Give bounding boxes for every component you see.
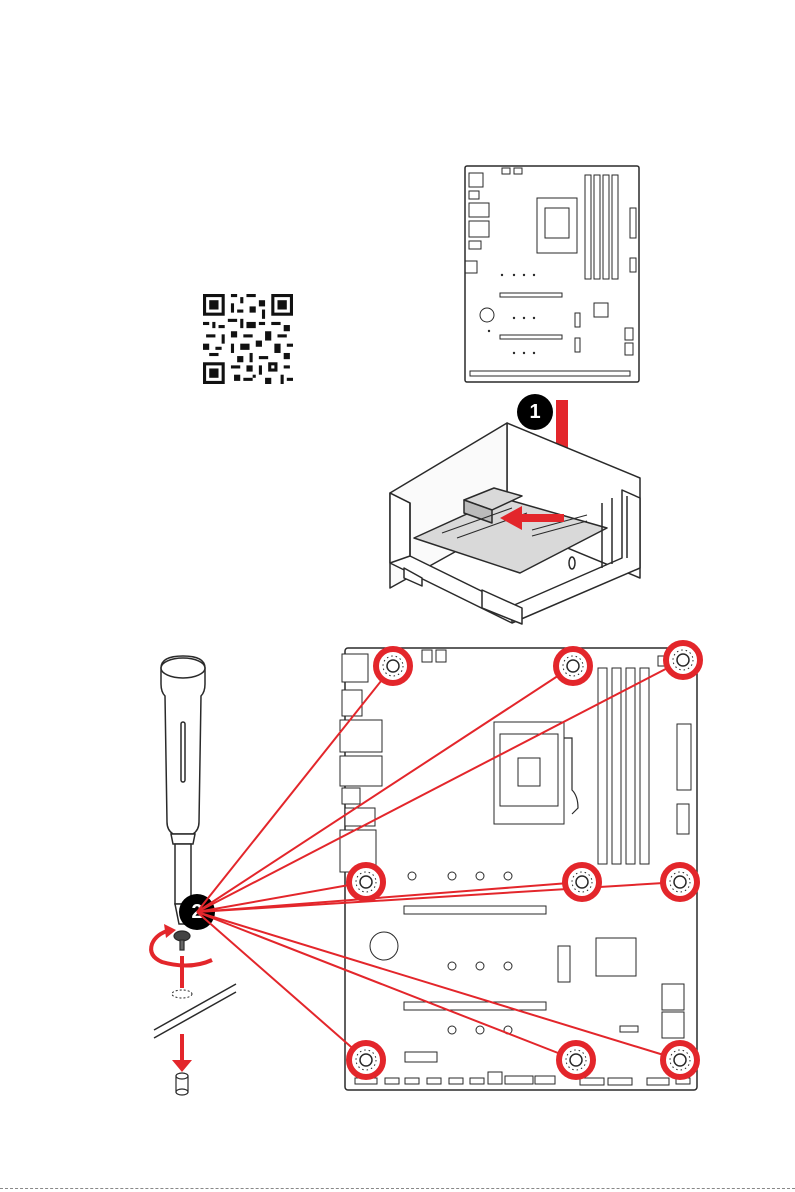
motherboard-top-diagram [462, 163, 642, 385]
motherboard-main-diagram [0, 620, 795, 1100]
pc-case-illustration [382, 418, 644, 630]
page-edge-line [0, 1188, 795, 1189]
qr-code-icon [203, 294, 293, 384]
